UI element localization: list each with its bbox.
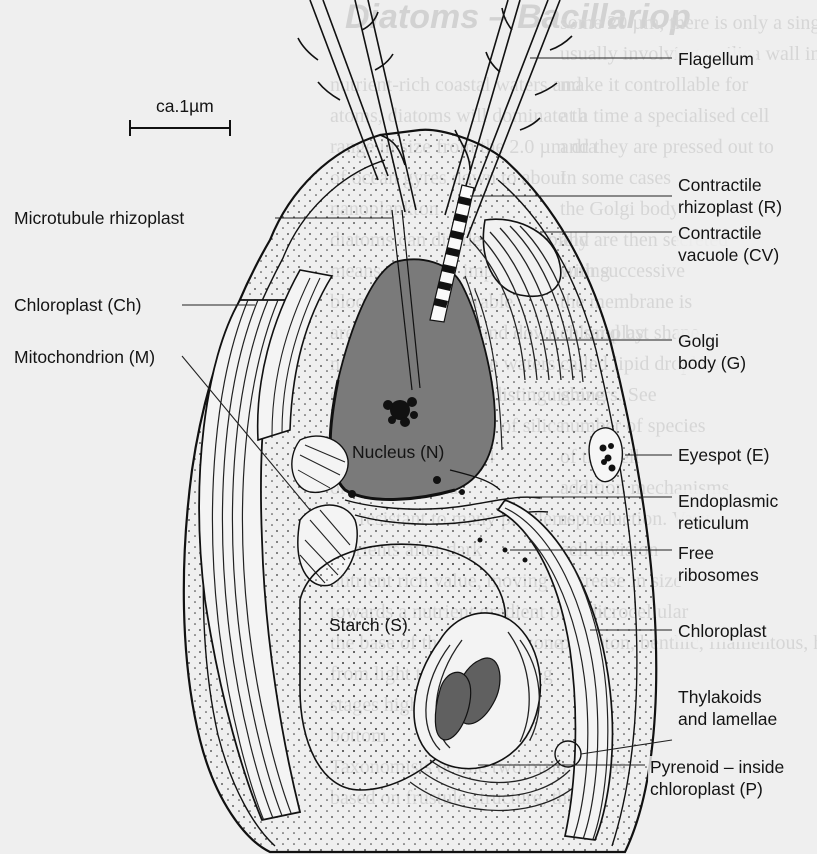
label-eyespot: Eyespot (E) (676, 444, 771, 466)
label-chloroplast-right: Chloroplast (676, 620, 769, 642)
label-line: and lamellae (678, 708, 777, 730)
label-line: Pyrenoid – inside (650, 756, 784, 778)
label-line: reticulum (678, 512, 778, 534)
label-nucleus: Nucleus (N) (350, 441, 446, 463)
label-microtubule-rhizoplast: Microtubule rhizoplast (12, 207, 186, 229)
label-flagellum: Flagellum (676, 48, 756, 70)
label-pyrenoid: Pyrenoid – inside chloroplast (P) (648, 756, 786, 800)
label-line: ribosomes (678, 564, 759, 586)
label-line: Golgi (678, 330, 746, 352)
label-line: Starch (S) (329, 614, 408, 636)
label-free-ribosomes: Free ribosomes (676, 542, 761, 586)
label-line: Flagellum (678, 48, 754, 70)
label-line: Chloroplast (678, 620, 767, 642)
label-line: body (G) (678, 352, 746, 374)
label-line: Contractile (678, 222, 779, 244)
label-line: Contractile (678, 174, 782, 196)
label-line: chloroplast (P) (650, 778, 784, 800)
label-contractile-rhizoplast: Contractile rhizoplast (R) (676, 174, 784, 218)
label-line: Nucleus (N) (352, 441, 444, 463)
label-line: Microtubule rhizoplast (14, 207, 184, 229)
label-starch: Starch (S) (327, 614, 410, 636)
eyespot (589, 428, 622, 482)
label-line: vacuole (CV) (678, 244, 779, 266)
scale-bar (130, 120, 230, 136)
label-line: Thylakoids (678, 686, 777, 708)
label-mitochondrion: Mitochondrion (M) (12, 346, 157, 368)
label-line: Eyespot (E) (678, 444, 769, 466)
label-line: rhizoplast (R) (678, 196, 782, 218)
label-line: Mitochondrion (M) (14, 346, 155, 368)
label-line: Chloroplast (Ch) (14, 294, 141, 316)
label-thylakoids: Thylakoids and lamellae (676, 686, 779, 730)
label-line: Free (678, 542, 759, 564)
label-line: Endoplasmic (678, 490, 778, 512)
label-contractile-vacuole: Contractile vacuole (CV) (676, 222, 781, 266)
label-golgi-body: Golgi body (G) (676, 330, 748, 374)
label-chloroplast-left: Chloroplast (Ch) (12, 294, 143, 316)
scale-bar-label: ca.1µm (156, 96, 214, 117)
label-endoplasmic-reticulum: Endoplasmic reticulum (676, 490, 780, 534)
